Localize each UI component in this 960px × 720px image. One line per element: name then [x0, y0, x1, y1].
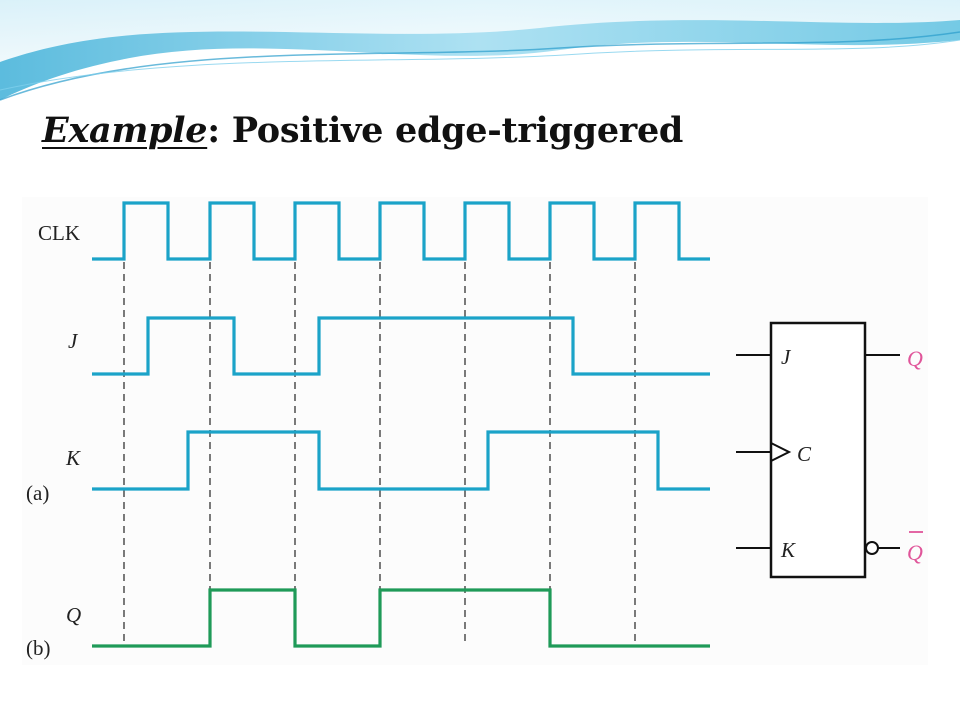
title-rest: : Positive edge-triggered [207, 110, 684, 151]
clock-triangle-icon [770, 442, 792, 462]
ff-j-pin: J [781, 345, 792, 369]
q-label: Q [66, 603, 81, 627]
title-emphasis: Example [42, 110, 208, 151]
clk-waveform [92, 201, 710, 261]
ff-qbar-out: Q [907, 540, 923, 565]
waveforms [92, 201, 710, 648]
jk-flipflop-symbol: J C K Q Q [736, 321, 923, 579]
ff-k-pin: K [780, 538, 796, 562]
part-a-label: (a) [26, 481, 49, 505]
ff-c-pin: C [797, 442, 812, 466]
part-b-label: (b) [26, 636, 51, 660]
inversion-bubble-icon [865, 541, 879, 555]
q-waveform [92, 588, 710, 648]
ff-q-out: Q [907, 346, 923, 371]
k-label: K [65, 446, 81, 470]
k-waveform [92, 430, 710, 491]
clock-edge-guides [123, 262, 636, 646]
clk-label: CLK [38, 221, 80, 245]
j-label: J [68, 329, 79, 353]
header-wave-decoration [0, 0, 960, 101]
slide-title: Example: Positive edge-triggered [42, 110, 683, 151]
j-waveform [92, 316, 710, 376]
